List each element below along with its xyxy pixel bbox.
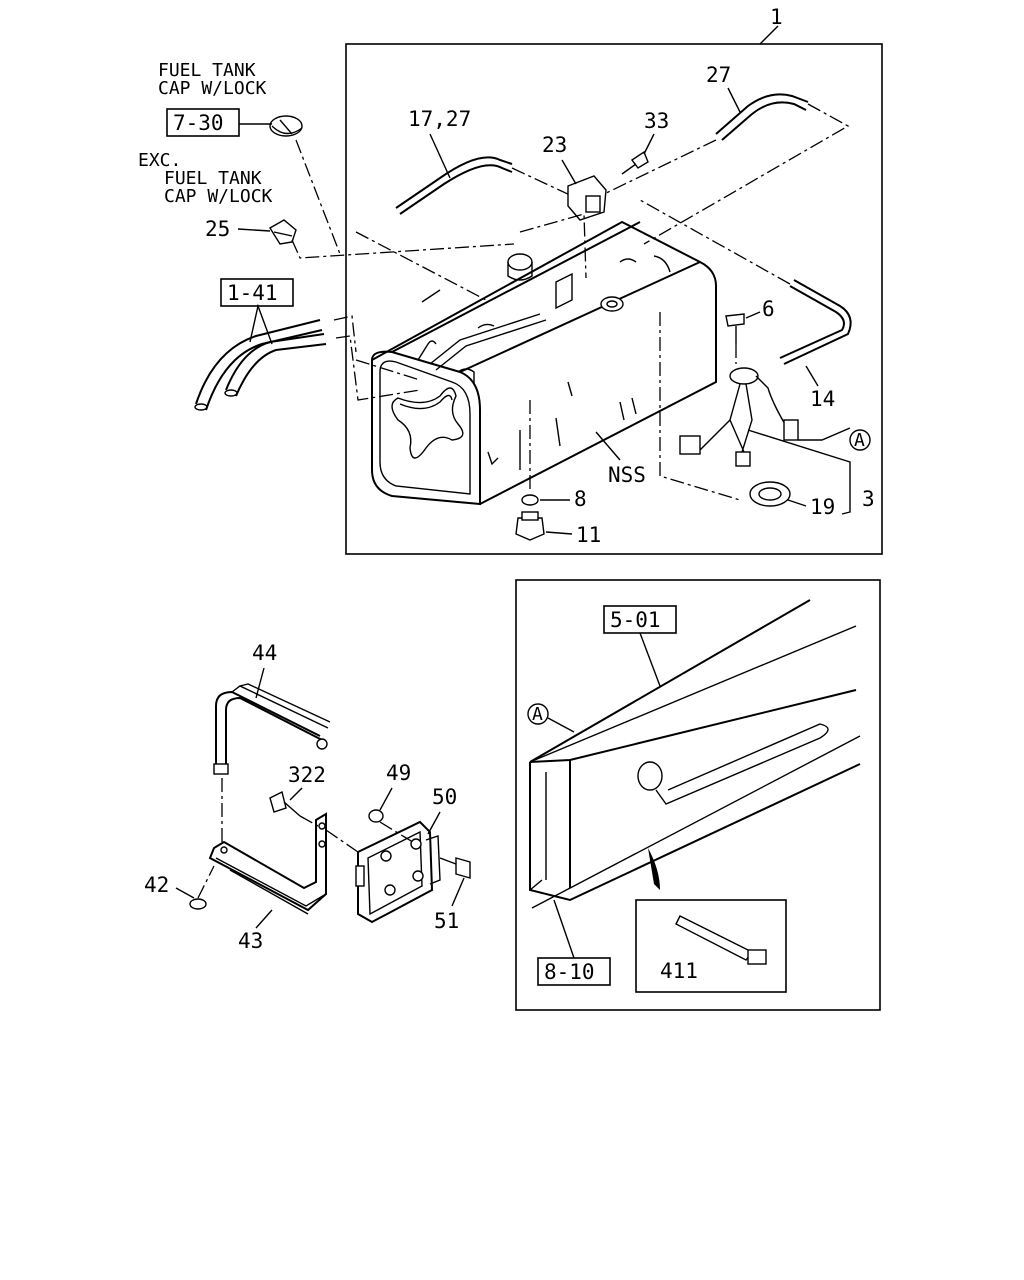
ref-7-30: 7-30: [173, 111, 224, 135]
callout-49: 49: [386, 761, 411, 785]
connector-ref-circle-a-detail: [527, 703, 549, 725]
tank-strap-44: [213, 683, 331, 775]
ref-box-7-30: [166, 108, 240, 137]
callout-42: 42: [144, 873, 169, 897]
nut-42: [189, 898, 207, 910]
callout-44: 44: [252, 641, 277, 665]
gasket-19: [749, 481, 791, 507]
callout-43: 43: [238, 929, 263, 953]
cable-tie-411: [675, 915, 767, 965]
ref-box-1-41: [220, 278, 294, 307]
callout-27: 27: [706, 63, 731, 87]
ref-8-10: 8-10: [544, 960, 595, 984]
nut-49: [368, 809, 384, 823]
callout-1: 1: [770, 5, 783, 29]
callout-11: 11: [576, 523, 601, 547]
frame-rail-channel: [529, 599, 861, 909]
callout-50: 50: [432, 785, 457, 809]
washer-8: [521, 494, 539, 506]
callout-33: 33: [644, 109, 669, 133]
fuel-tank-cap-with-lock: [269, 115, 303, 137]
ref-1-41: 1-41: [227, 281, 278, 305]
note-fuel-tank-cap-line1: FUEL TANK: [158, 60, 256, 81]
callout-6: 6: [762, 297, 775, 321]
callout-411: 411: [660, 959, 698, 983]
callout-19: 19: [810, 495, 835, 519]
callout-23: 23: [542, 133, 567, 157]
fuel-cap-25: [269, 219, 297, 245]
callout-3: 3: [862, 487, 875, 511]
fuel-tank-assembly-frame: [345, 43, 883, 555]
valve-bracket-23: [567, 175, 607, 221]
tank-strap-bracket-43: [208, 812, 327, 915]
callout-14: 14: [810, 387, 835, 411]
bolt-51: [439, 857, 471, 879]
screw-6: [725, 313, 745, 344]
note-exc-line2: FUEL TANK: [164, 168, 262, 189]
note-fuel-tank-cap-line2: CAP W/LOCK: [158, 78, 267, 99]
callout-25: 25: [205, 217, 230, 241]
callout-8: 8: [574, 487, 587, 511]
callout-a-detail: A: [532, 704, 543, 725]
bolt-322: [269, 790, 301, 817]
mounting-bracket-50: [355, 820, 441, 924]
connector-ref-circle-a: [849, 429, 871, 451]
callout-nss: NSS: [608, 463, 646, 487]
note-exc-line1: EXC.: [138, 150, 181, 171]
fuel-sender-unit-3: [679, 367, 799, 467]
note-exc-line3: CAP W/LOCK: [164, 186, 273, 207]
callout-17-27: 17,27: [408, 107, 471, 131]
filler-hoses: [194, 319, 327, 411]
cable-tie-inset: [635, 899, 787, 993]
callout-51: 51: [434, 909, 459, 933]
callout-322: 322: [288, 763, 326, 787]
harness-detail-frame: [515, 579, 881, 1011]
screw-33: [621, 150, 649, 175]
leader-arrow: [648, 848, 660, 890]
ref-5-01: 5-01: [610, 608, 661, 632]
callout-a: A: [854, 430, 865, 451]
fuel-tank: [371, 220, 717, 506]
drain-plug-11: [515, 511, 545, 541]
